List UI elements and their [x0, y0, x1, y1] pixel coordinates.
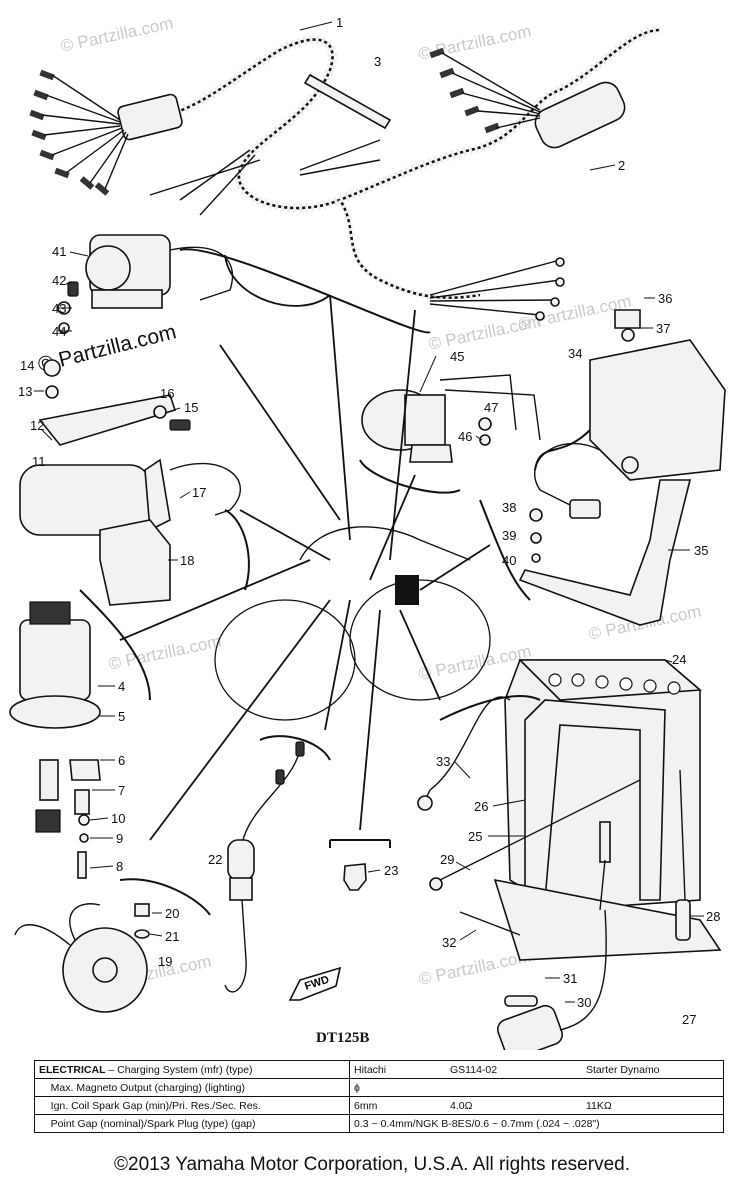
- bike-outline: [214, 526, 491, 721]
- parts-diagram: © Partzilla.com © Partzilla.com © Partzi…: [9, 14, 726, 1050]
- starter-relay-group: [57, 234, 234, 334]
- callout-12: 12: [30, 418, 44, 433]
- regulator-group: [518, 309, 726, 626]
- callout-2: 2: [618, 158, 625, 173]
- callout-41: 41: [52, 244, 66, 259]
- spec-value-2: 4.0Ω: [450, 1099, 473, 1112]
- spec-value-3: Starter Dynamo: [586, 1063, 660, 1076]
- callout-25: 25: [468, 829, 482, 844]
- main-switch-group: [9, 601, 101, 879]
- callout-16: 16: [160, 386, 174, 401]
- electrical-spec-table: ELECTRICAL – Charging System (mfr) (type…: [34, 1060, 724, 1133]
- callout-9: 9: [116, 831, 123, 846]
- callout-42: 42: [52, 273, 66, 288]
- callout-8: 8: [116, 859, 123, 874]
- spec-value-2: GS114-02: [450, 1063, 498, 1076]
- callout-5: 5: [118, 709, 125, 724]
- model-label: DT125B: [316, 1030, 370, 1046]
- spec-label: Max. Magneto Output (charging) (lighting…: [34, 1078, 350, 1097]
- fwd-arrow: FWD: [288, 966, 342, 1001]
- callout-19: 19: [158, 954, 172, 969]
- callout-46: 46: [458, 429, 472, 444]
- spec-label: ELECTRICAL – Charging System (mfr) (type…: [34, 1060, 350, 1079]
- ignition-coil-group: [19, 359, 242, 606]
- callout-21: 21: [165, 929, 179, 944]
- copyright-notice: ©2013 Yamaha Motor Corporation, U.S.A. A…: [114, 1154, 630, 1175]
- spec-value-1: Hitachi: [354, 1063, 387, 1076]
- spec-label-main: ELECTRICAL: [39, 1063, 106, 1076]
- callout-1: 1: [336, 15, 343, 30]
- spec-label-rest: Max. Magneto Output (charging) (lighting…: [50, 1081, 246, 1094]
- watermark: © Partzilla.com: [417, 947, 533, 989]
- callout-37: 37: [656, 321, 670, 336]
- callout-22: 22: [208, 852, 222, 867]
- callout-33: 33: [436, 754, 450, 769]
- callout-24: 24: [672, 652, 686, 667]
- callout-44: 44: [52, 324, 66, 339]
- callout-36: 36: [658, 291, 672, 306]
- watermark: © Partzilla.com: [417, 22, 533, 64]
- callout-14: 14: [20, 358, 34, 373]
- spec-value: 0.3 ~ 0.4mm/NGK B-8ES/0.6 ~ 0.7mm (.024 …: [349, 1114, 724, 1133]
- spec-value-1: 0.3 ~ 0.4mm/NGK B-8ES/0.6 ~ 0.7mm (.024 …: [354, 1117, 600, 1130]
- callout-35: 35: [694, 543, 708, 558]
- callout-10: 10: [111, 811, 125, 826]
- spec-value-1: ϕ: [354, 1081, 360, 1094]
- callout-43: 43: [52, 301, 66, 316]
- band-part-3: [303, 73, 392, 130]
- callout-17: 17: [192, 485, 206, 500]
- table-row: ELECTRICAL – Charging System (mfr) (type…: [34, 1060, 724, 1079]
- callout-38: 38: [502, 500, 516, 515]
- callout-6: 6: [118, 753, 125, 768]
- horn-group: [14, 903, 150, 1013]
- callout-15: 15: [184, 400, 198, 415]
- flasher-group: [361, 374, 541, 463]
- spec-value: 6mm 4.0Ω 11KΩ: [349, 1096, 724, 1115]
- callout-26: 26: [474, 799, 488, 814]
- spec-label: Point Gap (nominal)/Spark Plug (type) (g…: [34, 1114, 350, 1133]
- watermark: © Partzilla.com: [59, 14, 175, 56]
- callout-23: 23: [384, 863, 398, 878]
- table-row: Max. Magneto Output (charging) (lighting…: [34, 1078, 724, 1097]
- group-brackets: [79, 248, 591, 916]
- spec-label: Ign. Coil Spark Gap (min)/Pri. Res./Sec.…: [34, 1096, 350, 1115]
- neutral-switch-group: [224, 741, 367, 993]
- callout-4: 4: [118, 679, 125, 694]
- callout-18: 18: [180, 553, 194, 568]
- callout-32: 32: [442, 935, 456, 950]
- callout-3: 3: [374, 54, 381, 69]
- callout-34: 34: [568, 346, 582, 361]
- callout-30: 30: [577, 995, 591, 1010]
- callout-7: 7: [118, 783, 125, 798]
- callout-13: 13: [18, 384, 32, 399]
- callout-28: 28: [706, 909, 720, 924]
- spec-value: Hitachi GS114-02 Starter Dynamo: [349, 1060, 724, 1079]
- callout-numbers: 1 2 3 4 5 6 7 8 9 10 11 12 13 14 15 16 1…: [18, 15, 720, 1027]
- callout-31: 31: [563, 971, 577, 986]
- spec-label-rest: – Charging System (mfr) (type): [105, 1063, 253, 1076]
- leader-lines: [119, 254, 491, 841]
- callout-39: 39: [502, 528, 516, 543]
- spec-value-3: 11KΩ: [586, 1099, 612, 1112]
- callout-45: 45: [450, 349, 464, 364]
- wire-harness: [29, 25, 661, 321]
- spec-label-rest: Point Gap (nominal)/Spark Plug (type) (g…: [50, 1117, 256, 1130]
- spec-label-rest: Ign. Coil Spark Gap (min)/Pri. Res./Sec.…: [50, 1099, 261, 1112]
- spec-value-1: 6mm: [354, 1099, 378, 1112]
- callout-47: 47: [484, 400, 498, 415]
- callout-20: 20: [165, 906, 179, 921]
- table-row: Ign. Coil Spark Gap (min)/Pri. Res./Sec.…: [34, 1096, 724, 1115]
- callout-11: 11: [32, 454, 46, 469]
- battery-group: [417, 659, 722, 1050]
- callout-40: 40: [502, 553, 516, 568]
- spec-value: ϕ: [349, 1078, 724, 1097]
- callout-27: 27: [682, 1012, 696, 1027]
- table-row: Point Gap (nominal)/Spark Plug (type) (g…: [34, 1114, 724, 1133]
- callout-29: 29: [440, 852, 454, 867]
